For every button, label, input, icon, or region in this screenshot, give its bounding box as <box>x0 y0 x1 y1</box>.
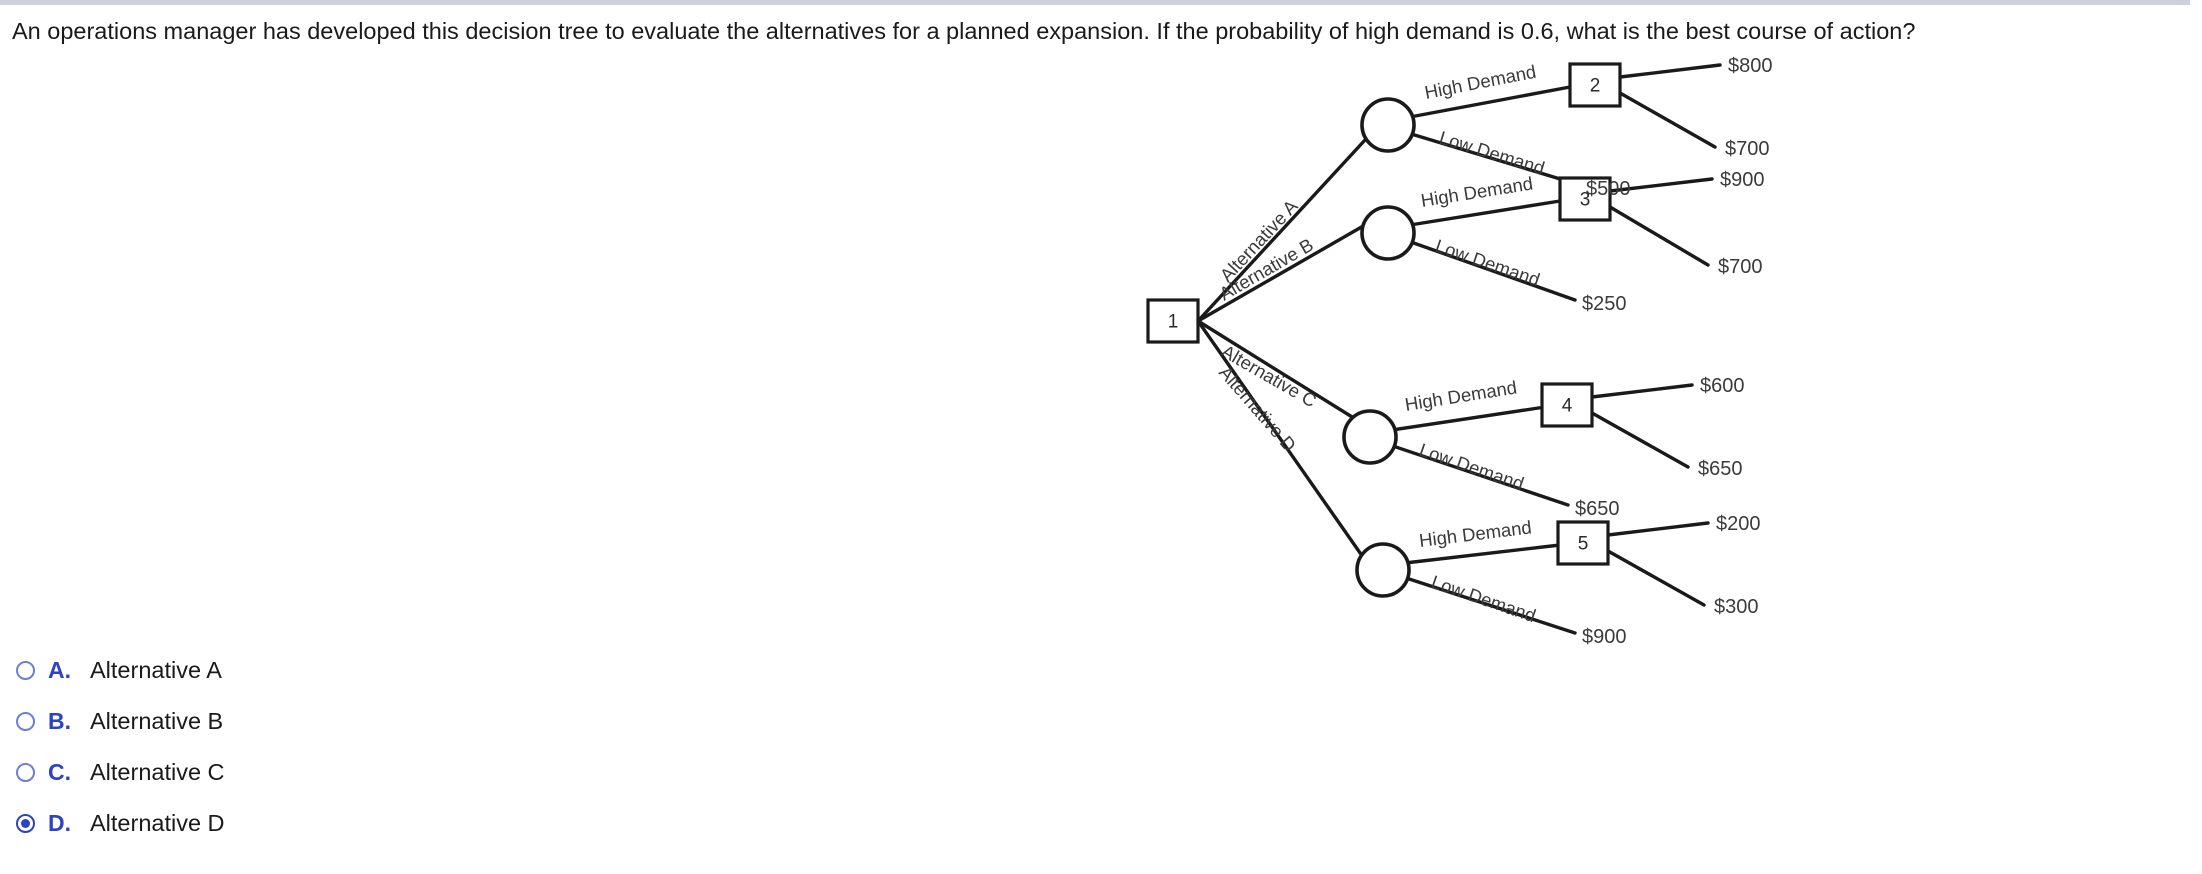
edge-node3-payoff-1 <box>1608 177 1714 193</box>
option-letter-a: A. <box>48 657 71 683</box>
option-letter-d: D. <box>48 810 71 836</box>
edge-root-to-chance-b <box>1196 223 1367 323</box>
edge-root-to-chance-c <box>1196 319 1367 427</box>
radio-option-a[interactable] <box>16 661 35 680</box>
chance-node-a <box>1360 97 1416 153</box>
edge-node3-payoff-2 <box>1608 205 1710 267</box>
payoff-c-low-demand: $650 <box>1575 498 1620 520</box>
decision-node-4-label: 4 <box>1562 396 1573 417</box>
edge-b-low-demand <box>1406 239 1577 302</box>
payoff-b-low-demand: $250 <box>1582 293 1627 315</box>
edge-b-high-demand <box>1408 199 1562 227</box>
edge-c-low-demand <box>1388 443 1570 507</box>
option-text-c: Alternative C <box>90 759 225 785</box>
edge-label-high-demand-b: High Demand <box>1419 173 1534 211</box>
edge-node4-payoff-2 <box>1590 411 1690 469</box>
payoff-node4-top: $600 <box>1700 375 1745 397</box>
edge-node4-payoff-1 <box>1590 383 1694 399</box>
payoff-node5-top: $200 <box>1716 513 1761 535</box>
payoff-node2-top: $800 <box>1728 55 1773 77</box>
edge-node2-payoff-2 <box>1618 91 1717 149</box>
option-text-b: Alternative B <box>90 708 224 734</box>
option-row-b[interactable]: B. Alternative B <box>16 696 716 747</box>
decision-node-1 <box>1146 298 1200 344</box>
option-text-d: Alternative D <box>90 810 225 836</box>
edge-label-high-demand-c: High Demand <box>1403 377 1518 415</box>
decision-node-5-label: 5 <box>1578 534 1589 555</box>
edge-root-to-chance-d <box>1196 319 1367 562</box>
edge-a-high-demand <box>1408 85 1572 119</box>
answer-options-list: A. Alternative A B. Alternative B C. Alt… <box>16 645 716 849</box>
chance-node-b <box>1360 205 1416 261</box>
edge-node5-payoff-2 <box>1606 549 1706 607</box>
option-letter-c: C. <box>48 759 71 785</box>
option-row-d[interactable]: D. Alternative D <box>16 798 716 849</box>
decision-node-1-label: 1 <box>1168 312 1179 333</box>
decision-node-3-label: 3 <box>1580 190 1591 211</box>
edge-d-low-demand <box>1401 575 1577 635</box>
option-row-a[interactable]: A. Alternative A <box>16 645 716 696</box>
decision-tree-figure: 1 2 3 4 5 Alternative A Alternative B Al… <box>1120 55 1820 645</box>
top-divider <box>0 0 2190 5</box>
radio-option-b[interactable] <box>16 712 35 731</box>
payoff-node4-bottom: $650 <box>1698 458 1743 480</box>
payoff-a-low-demand: $500 <box>1586 178 1631 200</box>
edge-root-to-chance-a <box>1196 138 1367 323</box>
payoff-node2-bottom: $700 <box>1725 138 1770 160</box>
edge-c-high-demand <box>1390 405 1547 432</box>
decision-node-3 <box>1558 176 1612 222</box>
option-row-c[interactable]: C. Alternative C <box>16 747 716 798</box>
edge-label-high-demand-d: High Demand <box>1418 516 1533 551</box>
decision-node-2 <box>1568 62 1622 108</box>
question-stem: An operations manager has developed this… <box>12 18 1916 44</box>
option-letter-b: B. <box>48 708 71 734</box>
edge-label-low-demand-d: Low Demand <box>1429 571 1539 626</box>
edge-node5-payoff-1 <box>1606 521 1710 537</box>
edge-a-low-demand <box>1406 131 1582 187</box>
edge-node2-payoff-1 <box>1618 63 1722 79</box>
edge-d-high-demand <box>1403 543 1562 565</box>
chance-node-d <box>1355 542 1411 598</box>
edge-label-low-demand-a: Low Demand <box>1437 127 1547 179</box>
chance-node-c <box>1342 409 1398 465</box>
payoff-node3-top: $900 <box>1720 169 1765 191</box>
payoff-node5-bottom: $300 <box>1714 596 1759 618</box>
payoff-d-low-demand: $900 <box>1582 626 1627 645</box>
radio-option-c[interactable] <box>16 763 35 782</box>
decision-node-5 <box>1556 520 1610 566</box>
option-text-a: Alternative A <box>90 657 222 683</box>
payoff-node3-bottom: $700 <box>1718 256 1763 278</box>
decision-node-2-label: 2 <box>1590 76 1601 97</box>
edge-label-low-demand-b: Low Demand <box>1433 235 1543 290</box>
radio-option-d[interactable] <box>16 814 35 833</box>
edge-label-low-demand-c: Low Demand <box>1417 439 1527 494</box>
decision-node-4 <box>1540 382 1594 428</box>
